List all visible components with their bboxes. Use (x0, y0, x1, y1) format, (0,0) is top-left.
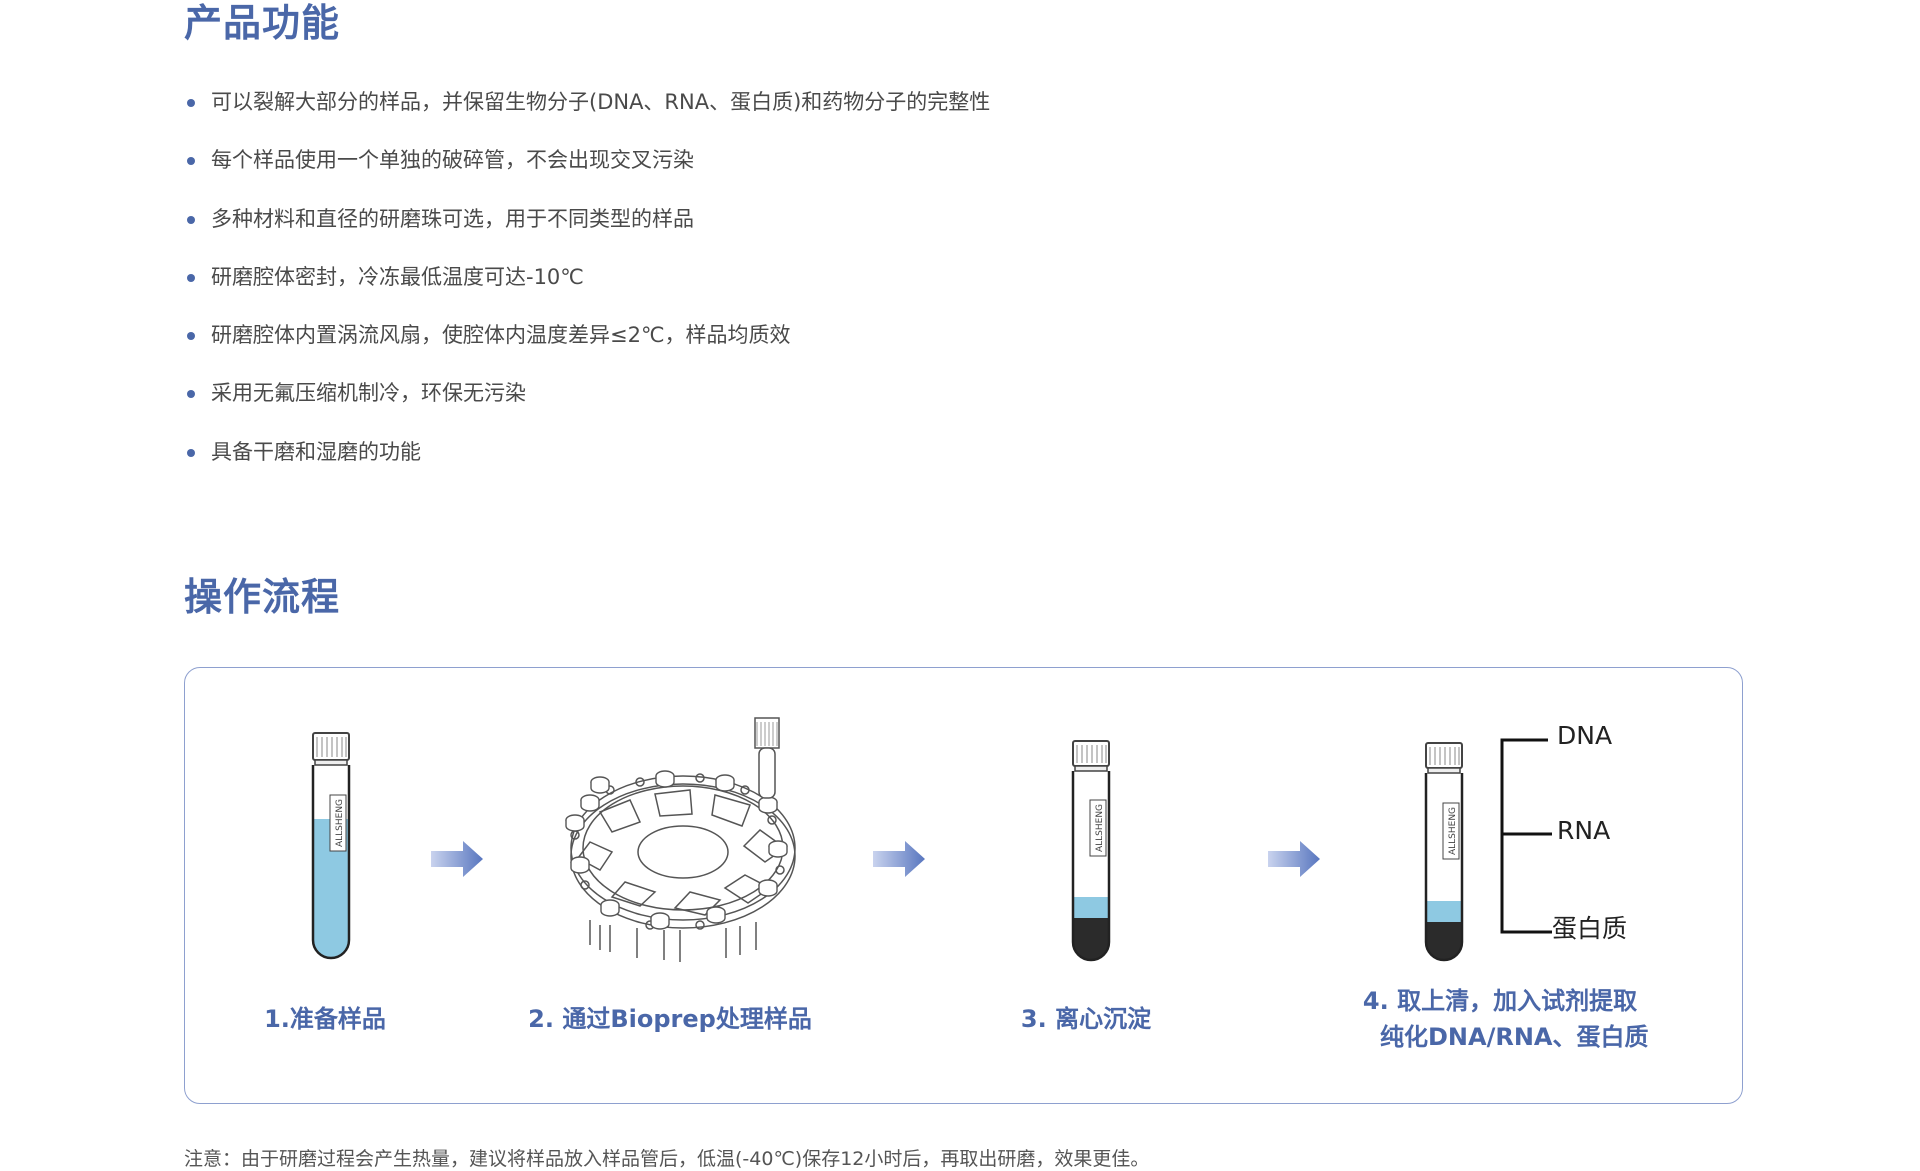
feature-list: 可以裂解大部分的样品，并保留生物分子(DNA、RNA、蛋白质)和药物分子的完整性… (186, 86, 990, 494)
feature-text: 具备干磨和湿磨的功能 (211, 439, 421, 464)
feature-text: 每个样品使用一个单独的破碎管，不会出现交叉污染 (211, 148, 694, 173)
step-4-label: 4. 取上清，加入试剂提取 纯化DNA/RNA、蛋白质 (1360, 983, 1649, 1055)
step-4-label-line2: 纯化DNA/RNA、蛋白质 (1380, 1023, 1649, 1051)
step-1-label: 1.准备样品 (264, 1005, 386, 1033)
step-4-label-line1: 4. 取上清，加入试剂提取 (1362, 987, 1638, 1015)
feature-text: 研磨腔体内置涡流风扇，使腔体内温度差异≤2℃，样品均质效 (211, 323, 791, 348)
rotor-icon (565, 717, 796, 962)
feature-text: 研磨腔体密封，冷冻最低温度可达-10℃ (211, 264, 584, 289)
feature-item: 具备干磨和湿磨的功能 (186, 436, 990, 494)
output-rna-label: RNA (1557, 816, 1611, 845)
bullet-icon (187, 273, 195, 282)
workflow-panel (184, 667, 1743, 1104)
feature-text: 可以裂解大部分的样品，并保留生物分子(DNA、RNA、蛋白质)和药物分子的完整性 (211, 90, 991, 114)
arrow-right-icon (1268, 841, 1320, 877)
step-3-label: 3. 离心沉淀 (1020, 1005, 1152, 1033)
workflow-section-title: 操作流程 (184, 575, 341, 619)
output-dna-label: DNA (1557, 721, 1613, 750)
footnote: 注意：由于研磨过程会产生热量，建议将样品放入样品管后，低温(-40℃)保存12小… (184, 1148, 1150, 1170)
bullet-icon (187, 157, 195, 166)
centrifuged-tube-icon: ALLSHENG (1071, 740, 1111, 962)
feature-item: 研磨腔体密封，冷冻最低温度可达-10℃ (186, 261, 990, 319)
feature-item: 多种材料和直径的研磨珠可选，用于不同类型的样品 (186, 203, 990, 261)
bullet-icon (187, 448, 195, 457)
arrow-right-icon (873, 841, 925, 877)
feature-item: 研磨腔体内置涡流风扇，使腔体内温度差异≤2℃，样品均质效 (186, 319, 990, 377)
bullet-icon (187, 390, 195, 399)
step-2-label: 2. 通过Bioprep处理样品 (528, 1005, 812, 1033)
bullet-icon (187, 99, 195, 107)
output-protein-label: 蛋白质 (1552, 914, 1628, 943)
output-bracket (1500, 738, 1552, 934)
bullet-icon (187, 332, 195, 341)
feature-text: 多种材料和直径的研磨珠可选，用于不同类型的样品 (211, 206, 694, 231)
sample-tube-icon: ALLSHENG (311, 732, 351, 960)
feature-item: 采用无氟压缩机制冷，环保无污染 (186, 377, 990, 435)
tube-brand-label: ALLSHENG (1448, 807, 1458, 855)
tube-brand-label: ALLSHENG (335, 799, 345, 847)
arrow-right-icon (431, 841, 483, 877)
feature-item: 每个样品使用一个单独的破碎管，不会出现交叉污染 (186, 144, 990, 202)
bullet-icon (187, 215, 195, 224)
extraction-tube-icon: ALLSHENG (1424, 742, 1464, 962)
tube-brand-label: ALLSHENG (1095, 804, 1105, 852)
feature-text: 采用无氟压缩机制冷，环保无污染 (211, 381, 526, 406)
features-section-title: 产品功能 (184, 1, 341, 45)
feature-item: 可以裂解大部分的样品，并保留生物分子(DNA、RNA、蛋白质)和药物分子的完整性 (186, 86, 990, 144)
